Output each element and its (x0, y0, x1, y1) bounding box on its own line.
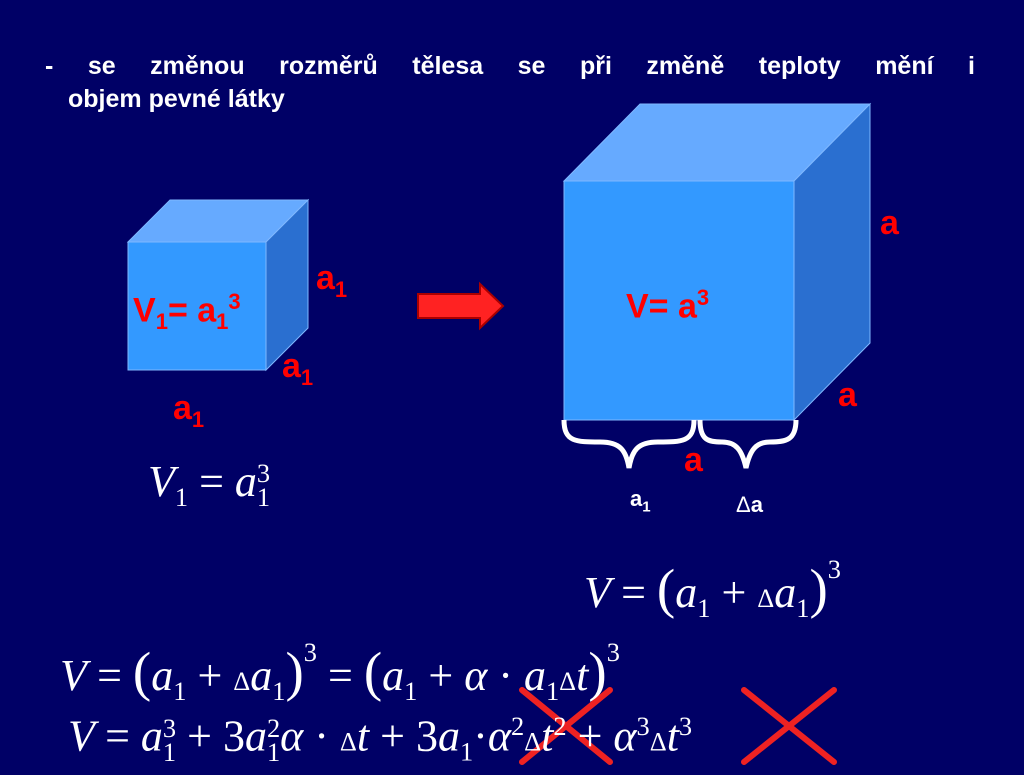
small-cube-front (127, 241, 267, 371)
brace-left-label: a1 (630, 486, 651, 516)
small-cube-edge-top: a1 (316, 259, 348, 302)
big-cube-edge-right: a (838, 376, 857, 414)
big-cube (562, 102, 872, 422)
small-cube-edge-right: a1 (282, 347, 314, 390)
brace-right-icon (697, 419, 799, 469)
formula-expansion: V = (a1 + Δa1)3 = (a1 + α · a1Δt)3 (60, 637, 620, 706)
cross-out-icon (741, 687, 837, 765)
bullet-text-continued: objem pevné látky (68, 85, 285, 113)
big-cube-volume-label: V= a3 (626, 285, 710, 326)
arrow-right-icon (417, 281, 505, 331)
formula-big-volume: V = (a1 + Δa1)3 (584, 554, 841, 623)
big-cube-edge-top: a (880, 204, 899, 242)
small-cube-volume-label: V1= a13 (133, 289, 241, 335)
big-cube-front (563, 180, 795, 421)
small-cube (126, 198, 310, 372)
small-cube-edge-bottom: a1 (173, 389, 205, 432)
big-cube-edge-bottom: a (684, 441, 703, 479)
brace-right-label: Δa (736, 492, 763, 517)
bullet-text: - se změnou rozměrů tělesa se při změně … (45, 52, 975, 80)
cross-out-icon (519, 687, 613, 765)
brace-left-icon (561, 419, 697, 469)
